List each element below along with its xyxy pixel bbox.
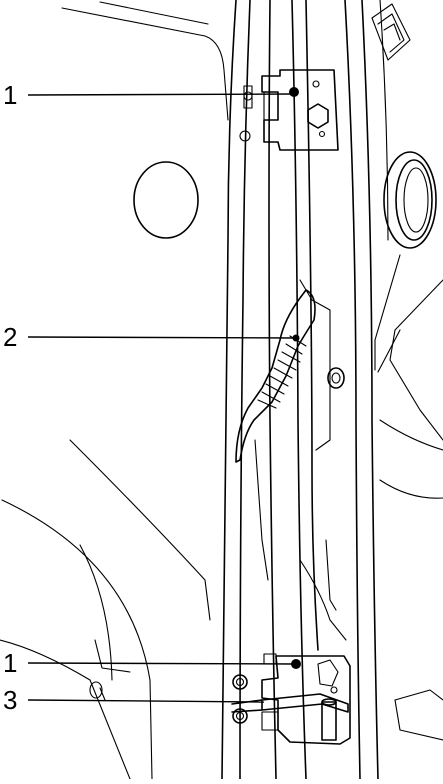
- leader-line-3: [27, 662, 295, 665]
- wiring-grommet: [235, 289, 316, 463]
- callout-labels: 1 2 1 3: [3, 80, 17, 715]
- leader-line-4: [27, 699, 265, 703]
- callout-label-3-check-strap: 3: [3, 685, 17, 715]
- leader-line-1: [27, 93, 294, 96]
- upper-hinge: [239, 69, 339, 151]
- callout-label-1-lower-hinge: 1: [3, 648, 17, 678]
- leader-lines: [27, 93, 296, 703]
- leader-line-2: [27, 336, 296, 339]
- callout-label-1-upper-hinge: 1: [3, 80, 17, 110]
- check-strap: [231, 693, 349, 741]
- callout-label-2-grommet: 2: [3, 322, 17, 352]
